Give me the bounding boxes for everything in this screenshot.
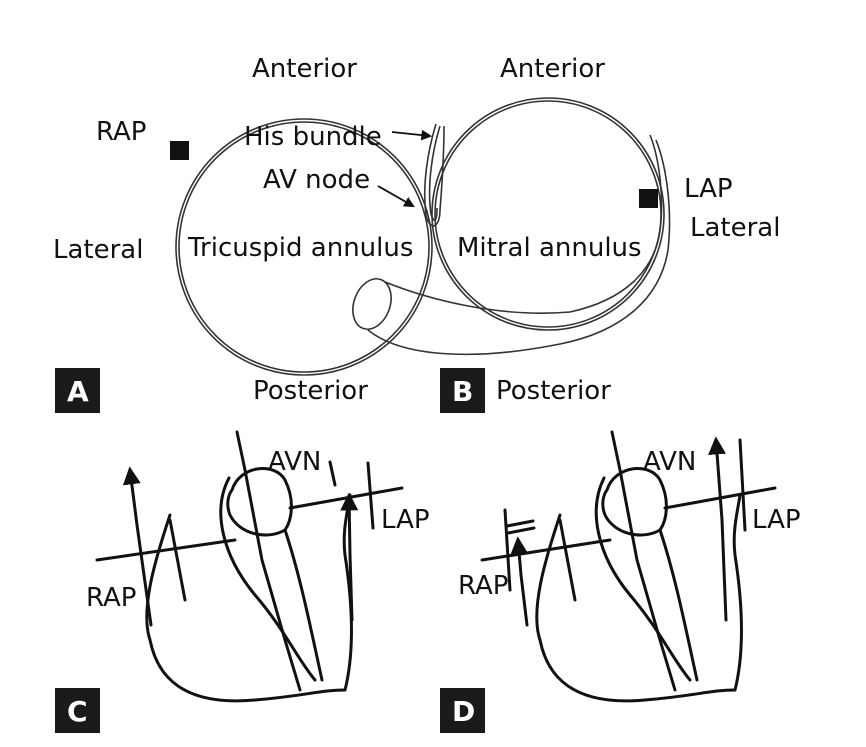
av-node-label: AV node [263, 165, 370, 195]
panel-d-his-bundle [610, 430, 677, 692]
panel-d-rap-arrow [510, 536, 529, 627]
his-bundle-inner-line [428, 125, 441, 221]
panel-a-letter-box [55, 368, 100, 413]
panel-d-left-wall [535, 513, 562, 642]
panel-d-lap-label: LAP [752, 505, 801, 535]
panel-d-av-node [601, 467, 668, 537]
his-bundle-label: His bundle [244, 122, 382, 152]
panel-c-inner-pathway-2 [283, 528, 324, 682]
panel-b-lateral-label: Lateral [690, 213, 780, 243]
his-bundle-pointer [391, 129, 433, 141]
panel-d-inner-pathway [594, 476, 692, 682]
panel-ab-diagram: Anterior Anterior RAP His bundle AV node… [53, 54, 780, 413]
panel-d-outer-pathway [538, 638, 737, 703]
panel-a-posterior-label: Posterior [253, 376, 368, 406]
panel-d-rap-label: RAP [458, 571, 508, 601]
rap-marker [170, 141, 189, 160]
panel-d-letter: D [452, 695, 475, 728]
mitral-annulus-circle [431, 97, 665, 331]
panel-d-tick-1 [558, 518, 577, 602]
panel-c-rap-arrow [122, 466, 153, 627]
panel-b-letter-box [440, 368, 485, 413]
mitral-annulus-inner-line [434, 100, 662, 328]
panel-d-tick-2 [738, 438, 747, 532]
panel-c-av-node [226, 467, 293, 537]
panel-c-right-wall [342, 493, 353, 692]
panel-c-diagram: AVN LAP RAP C [55, 430, 430, 733]
coronary-sinus-tube-bottom [367, 139, 671, 356]
lap-marker [639, 189, 658, 208]
tricuspid-annulus-inner-line [178, 121, 430, 373]
tricuspid-annulus-label: Tricuspid annulus [187, 233, 413, 263]
av-node-pointer [377, 185, 415, 208]
panel-d-rap-lead [503, 508, 512, 592]
panel-b-posterior-label: Posterior [496, 376, 611, 406]
panel-d-block-bar-2 [506, 526, 536, 535]
panel-c-left-wall [145, 513, 172, 642]
coronary-sinus-ostium [352, 278, 392, 330]
panel-b-anterior-label: Anterior [500, 54, 605, 84]
panel-b-letter: B [452, 375, 473, 408]
panel-a-lateral-label: Lateral [53, 235, 143, 265]
panel-c-rap-label: RAP [86, 583, 136, 613]
panel-d-letter-box [440, 688, 485, 733]
panel-c-lap-arrow [340, 492, 359, 622]
panel-d-inner-pathway-2 [658, 528, 699, 682]
panel-d-atrial-line [480, 486, 777, 562]
panel-c-inner-pathway [219, 476, 317, 682]
panel-d-lap-arrow [708, 436, 728, 622]
panel-d-avn-label: AVN [643, 447, 696, 477]
panel-c-tick-1 [168, 518, 187, 602]
panel-c-avn-label: AVN [268, 447, 321, 477]
panel-c-letter: C [67, 695, 88, 728]
tricuspid-annulus-circle [175, 118, 433, 376]
panel-a-anterior-label: Anterior [252, 54, 357, 84]
panel-d-right-wall [732, 493, 743, 692]
panel-c-lap-label: LAP [381, 505, 430, 535]
coronary-sinus-tube-top [384, 134, 663, 314]
panel-c-letter-box [55, 688, 100, 733]
panel-d-diagram: AVN LAP RAP D [440, 430, 801, 733]
rap-label: RAP [96, 117, 146, 147]
panel-c-tick-3 [366, 461, 375, 530]
panel-c-tick-2 [328, 460, 337, 487]
panel-d-block-bar-1 [505, 519, 535, 528]
panel-c-outer-pathway [148, 638, 347, 703]
panel-c-his-bundle [235, 430, 302, 692]
mitral-annulus-label: Mitral annulus [457, 233, 642, 263]
his-bundle-loop [423, 123, 445, 227]
lap-label: LAP [684, 174, 733, 204]
panel-a-letter: A [67, 375, 89, 408]
